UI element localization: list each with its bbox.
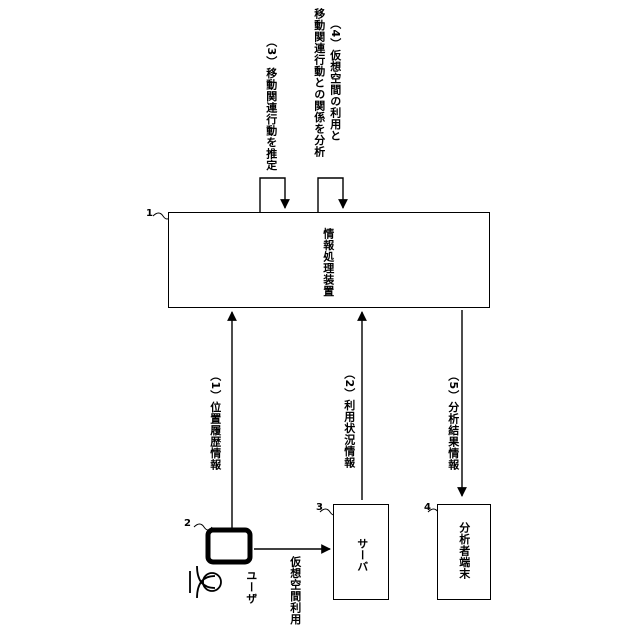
ref-device: 1 bbox=[146, 208, 153, 219]
label-analysis-result: （5）分析結果情報 bbox=[446, 370, 460, 470]
label-analyze-line1: （4）仮想空間の利用と bbox=[328, 18, 342, 141]
label-estimate: （3）移動関連行動を推定 bbox=[264, 36, 278, 171]
user-label: ユーザ bbox=[244, 570, 258, 605]
smartphone-icon bbox=[208, 530, 250, 562]
ref-analyst-terminal: 4 bbox=[424, 502, 431, 513]
label-virtual-space-use: 仮想空間利用 bbox=[288, 556, 302, 625]
label-usage-status: （2）利用状況情報 bbox=[342, 368, 356, 468]
loop-estimate bbox=[260, 178, 285, 212]
server-label: サーバ bbox=[355, 538, 369, 573]
info-processing-device-label: 情報処理装置 bbox=[321, 228, 335, 297]
loop-analyze bbox=[318, 178, 343, 212]
user-person-icon bbox=[190, 566, 221, 598]
ref-server: 3 bbox=[316, 502, 323, 513]
label-analyze-line2: 移動関連行動との関係を分析 bbox=[312, 8, 326, 158]
ref-user-terminal: 2 bbox=[184, 518, 191, 529]
analyst-terminal-label: 分析者端末 bbox=[457, 522, 471, 580]
label-location-history: （1）位置履歴情報 bbox=[208, 370, 222, 470]
